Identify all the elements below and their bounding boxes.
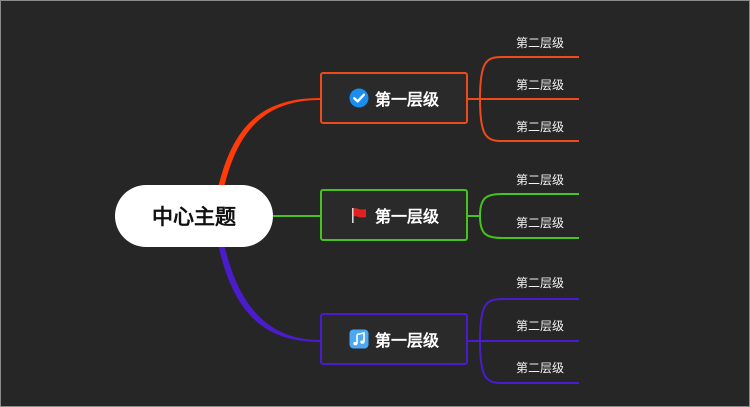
connector-central-branch-3 (218, 244, 320, 342)
level1-topic-2[interactable]: 第一层级 (320, 189, 468, 241)
level2-topic[interactable]: 第二层级 (515, 78, 564, 92)
central-topic-label: 中心主题 (152, 205, 236, 229)
branch-2-child-connectors (468, 193, 579, 239)
level2-topic[interactable]: 第二层级 (515, 173, 564, 187)
level1-topic-label: 第一层级 (374, 207, 439, 226)
level2-topic[interactable]: 第二层级 (515, 216, 564, 230)
level1-topic-label: 第一层级 (374, 90, 439, 109)
level2-topic[interactable]: 第二层级 (515, 36, 564, 50)
level1-topic-3[interactable]: 第一层级 (320, 313, 468, 365)
connector-central-branch-1 (218, 98, 320, 188)
checkmark-circle-icon (349, 88, 369, 108)
level2-topic[interactable]: 第二层级 (515, 319, 564, 333)
level1-topic-1[interactable]: 第一层级 (320, 72, 468, 124)
connector-central-branch-2 (272, 215, 320, 217)
music-note-icon (349, 329, 369, 349)
branch-3-child-connectors (468, 298, 579, 384)
level1-topic-label: 第一层级 (374, 331, 439, 350)
red-flag-icon (351, 208, 366, 223)
level2-topic[interactable]: 第二层级 (515, 120, 564, 134)
branch-1-child-connectors (468, 56, 579, 142)
central-topic[interactable]: 中心主题 (115, 185, 273, 247)
level2-topic[interactable]: 第二层级 (515, 361, 564, 375)
level2-topic[interactable]: 第二层级 (515, 276, 564, 290)
